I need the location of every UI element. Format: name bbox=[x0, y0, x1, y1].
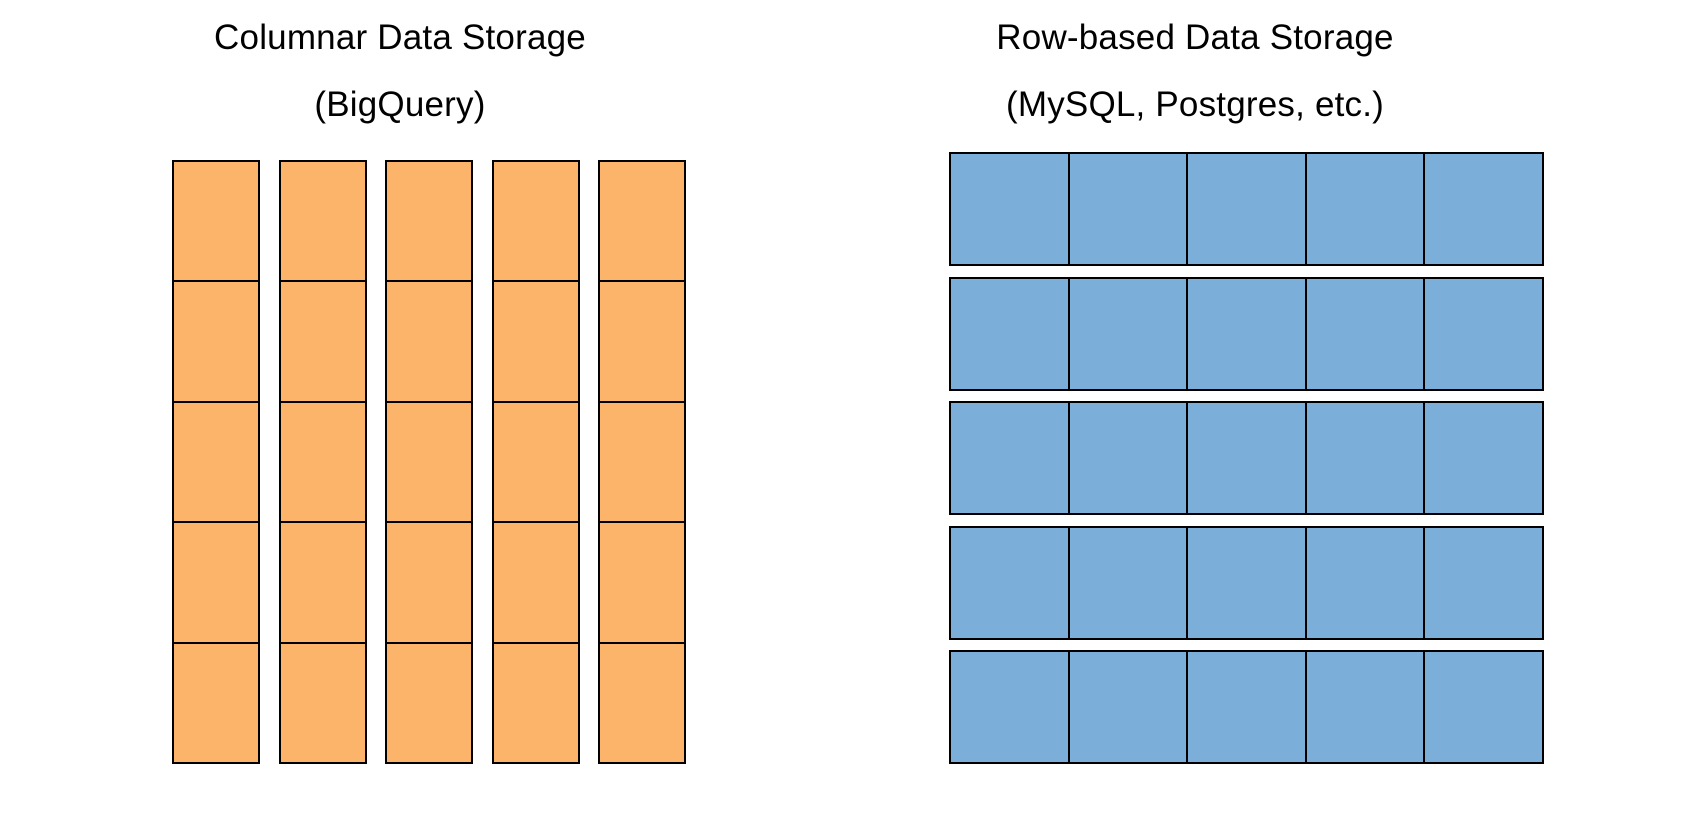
storage-cell bbox=[949, 650, 1070, 764]
row-5 bbox=[949, 650, 1544, 764]
row-1 bbox=[949, 152, 1544, 266]
row-3 bbox=[949, 401, 1544, 515]
storage-cell bbox=[1067, 276, 1189, 391]
storage-cell bbox=[385, 160, 473, 283]
columnar-title: Columnar Data Storage bbox=[214, 18, 586, 57]
storage-cell bbox=[491, 280, 580, 403]
storage-cell bbox=[1304, 525, 1426, 640]
row-4 bbox=[949, 525, 1544, 640]
storage-cell bbox=[278, 400, 367, 524]
storage-cell bbox=[172, 400, 260, 524]
storage-cell bbox=[385, 400, 473, 524]
row-based-title: Row-based Data Storage bbox=[996, 18, 1394, 57]
storage-cell bbox=[1304, 152, 1426, 266]
row-based-title-block: Row-based Data Storage (MySQL, Postgres,… bbox=[895, 4, 1495, 138]
storage-cell bbox=[1304, 650, 1426, 764]
storage-cell bbox=[385, 521, 473, 644]
column-1 bbox=[172, 160, 260, 765]
storage-cell bbox=[1423, 152, 1544, 266]
columnar-title-block: Columnar Data Storage (BigQuery) bbox=[100, 4, 700, 138]
storage-cell bbox=[1067, 401, 1189, 515]
storage-cell bbox=[1304, 276, 1426, 391]
storage-cell bbox=[1186, 525, 1307, 640]
storage-cell bbox=[491, 641, 580, 765]
columnar-subtitle: (BigQuery) bbox=[314, 85, 486, 124]
storage-cell bbox=[1423, 276, 1544, 391]
column-2 bbox=[278, 160, 367, 765]
storage-cell bbox=[949, 152, 1070, 266]
storage-cell bbox=[949, 276, 1070, 391]
storage-cell bbox=[1067, 152, 1189, 266]
storage-cell bbox=[1304, 401, 1426, 515]
storage-cell bbox=[172, 160, 260, 283]
storage-cell bbox=[1186, 401, 1307, 515]
storage-cell bbox=[385, 280, 473, 403]
storage-cell bbox=[598, 641, 686, 765]
columnar-grid bbox=[172, 160, 686, 765]
storage-cell bbox=[1067, 525, 1189, 640]
storage-cell bbox=[598, 400, 686, 524]
storage-cell bbox=[278, 160, 367, 283]
storage-cell bbox=[1423, 525, 1544, 640]
row-based-subtitle: (MySQL, Postgres, etc.) bbox=[1005, 85, 1385, 124]
column-5 bbox=[598, 160, 686, 765]
storage-cell bbox=[1423, 401, 1544, 515]
row-2 bbox=[949, 276, 1544, 391]
storage-cell bbox=[491, 521, 580, 644]
storage-cell bbox=[1186, 152, 1307, 266]
storage-cell bbox=[491, 400, 580, 524]
storage-cell bbox=[598, 280, 686, 403]
storage-cell bbox=[598, 521, 686, 644]
storage-cell bbox=[1186, 276, 1307, 391]
storage-cell bbox=[598, 160, 686, 283]
storage-cell bbox=[1186, 650, 1307, 764]
storage-cell bbox=[1067, 650, 1189, 764]
storage-cell bbox=[385, 641, 473, 765]
row-based-grid bbox=[949, 152, 1544, 764]
storage-cell bbox=[172, 641, 260, 765]
storage-cell bbox=[172, 280, 260, 403]
storage-cell bbox=[491, 160, 580, 283]
storage-cell bbox=[278, 280, 367, 403]
storage-cell bbox=[172, 521, 260, 644]
storage-cell bbox=[278, 641, 367, 765]
column-3 bbox=[385, 160, 473, 765]
storage-cell bbox=[278, 521, 367, 644]
storage-cell bbox=[949, 525, 1070, 640]
storage-cell bbox=[1423, 650, 1544, 764]
column-4 bbox=[491, 160, 580, 765]
storage-cell bbox=[949, 401, 1070, 515]
